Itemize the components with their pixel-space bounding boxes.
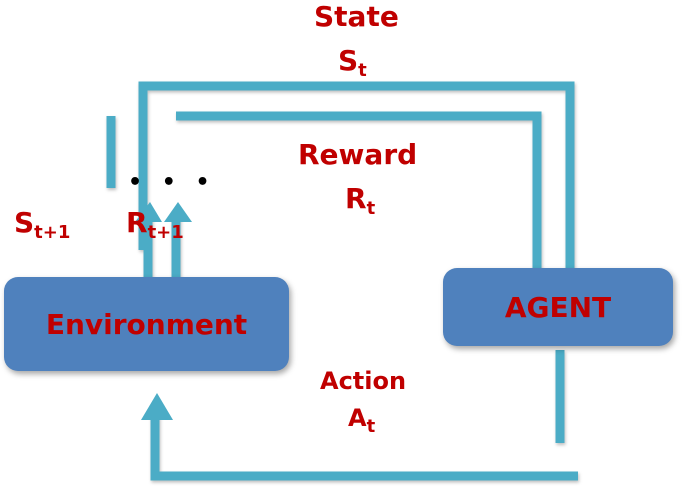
state-arrow-line [138, 81, 575, 270]
agent-label: AGENT [504, 290, 612, 324]
state-arrowhead [135, 202, 162, 222]
environment-box: Environment [4, 277, 289, 371]
time-separator: • • • [128, 170, 216, 195]
state-label: State [314, 0, 399, 33]
reward-arrowhead [164, 202, 192, 222]
reward-symbol: Rt [345, 182, 375, 219]
next-reward-subscript: t+1 [147, 222, 184, 243]
state-symbol-letter: S [338, 44, 359, 77]
action-bottom-line [150, 415, 578, 481]
action-symbol: At [348, 404, 375, 437]
next-reward-symbol: Rt+1 [126, 206, 184, 243]
environment-label: Environment [45, 307, 248, 341]
action-subscript: t [366, 416, 376, 437]
action-arrowhead [141, 393, 173, 420]
state-subscript: t [358, 60, 367, 81]
reward-arrow-line [176, 111, 542, 270]
next-state-letter: S [14, 206, 35, 239]
next-state-symbol: St+1 [14, 206, 70, 243]
action-label: Action [320, 367, 407, 395]
reward-symbol-letter: R [345, 182, 367, 215]
state-symbol: St [338, 44, 367, 81]
next-state-subscript: t+1 [34, 222, 71, 243]
next-reward-letter: R [126, 206, 148, 239]
reward-label: Reward [298, 138, 418, 171]
reward-subscript: t [366, 198, 376, 219]
agent-box: AGENT [443, 268, 673, 346]
action-symbol-letter: A [348, 404, 367, 432]
